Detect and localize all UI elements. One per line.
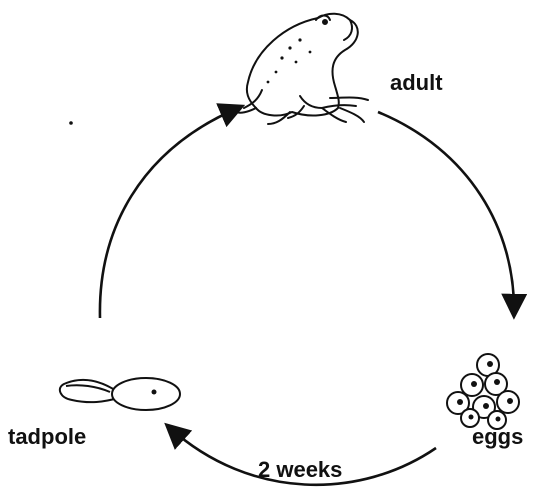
stage-label-tadpole: tadpole [8, 424, 86, 450]
tadpole-icon [60, 378, 180, 410]
stage-label-eggs: eggs [472, 424, 523, 450]
transition-duration-label: 2 weeks [258, 457, 342, 483]
arrow-tadpole-to-adult [100, 108, 238, 318]
arrow-adult-to-eggs [378, 112, 514, 312]
stage-label-adult: adult [390, 70, 443, 96]
stray-dot [69, 121, 73, 125]
egg-cluster-icon [447, 354, 519, 429]
frog-icon [236, 14, 368, 124]
